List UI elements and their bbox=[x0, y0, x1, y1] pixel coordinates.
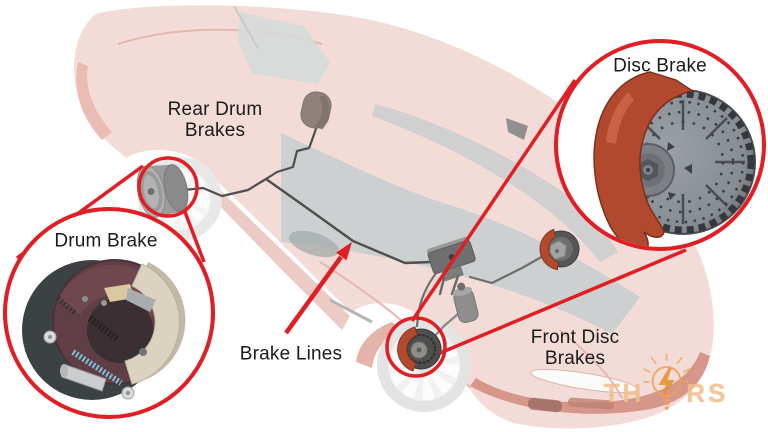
fog-vent bbox=[527, 397, 563, 413]
headlight bbox=[530, 368, 638, 394]
pivot-pin-left bbox=[82, 296, 88, 302]
cylinder-end bbox=[60, 364, 68, 378]
shoe-clip bbox=[126, 288, 156, 312]
brake-fluid-reservoir bbox=[452, 282, 479, 323]
driver-window bbox=[289, 230, 339, 258]
brake-hose-front-left bbox=[431, 312, 460, 340]
master-cylinder bbox=[426, 236, 476, 282]
side-window-band bbox=[372, 104, 618, 262]
pivot-pin-top bbox=[101, 300, 107, 306]
label-brake-lines: Brake Lines bbox=[239, 343, 343, 365]
label-disc-brake: Disc Brake bbox=[613, 55, 707, 77]
hood-crease-right bbox=[559, 329, 623, 399]
windshield-glass bbox=[281, 133, 640, 334]
drum-brake-detail bbox=[22, 259, 186, 400]
grille-slot bbox=[567, 397, 614, 410]
booster-bracket bbox=[438, 274, 460, 296]
connector-front-disc-lower bbox=[439, 248, 687, 355]
brake-shoe bbox=[124, 263, 180, 385]
rotor-vented-edge bbox=[611, 90, 755, 234]
disc-brake-detail bbox=[593, 71, 756, 247]
door-molding bbox=[329, 298, 373, 324]
caliper-highlight bbox=[606, 92, 634, 144]
connector-rear-drum-right bbox=[183, 211, 206, 263]
front-bumper bbox=[470, 352, 710, 414]
car-left-edge-shade bbox=[76, 62, 112, 140]
brake-system bbox=[136, 91, 580, 372]
bolt-left-center bbox=[48, 335, 52, 339]
label-drum-brake: Drum Brake bbox=[54, 230, 158, 252]
return-spring bbox=[87, 315, 121, 343]
thors-logo: TH RS bbox=[603, 354, 729, 422]
pivot-pin-right bbox=[139, 348, 147, 356]
front-left-disc-brake bbox=[397, 326, 442, 372]
brake-line-main bbox=[264, 177, 434, 265]
highlight-circle-rear-drum bbox=[137, 156, 199, 218]
label-front-disc-brakes: Front Disc Brakes bbox=[530, 327, 620, 369]
rear-right-drum-brake bbox=[300, 91, 332, 130]
label-rear-drum-brakes: Rear Drum Brakes bbox=[167, 99, 263, 141]
brake-lines-arrow bbox=[284, 242, 352, 335]
bolt-bottom-center bbox=[126, 391, 130, 395]
side-mirror bbox=[506, 118, 528, 140]
holddown-spring bbox=[56, 296, 78, 316]
rear-window-glass bbox=[238, 12, 330, 84]
antenna bbox=[233, 5, 259, 49]
drum-hollow bbox=[87, 297, 153, 363]
brake-line-front-left bbox=[415, 270, 439, 328]
logo-letters-left: TH bbox=[603, 377, 645, 408]
connector-front-disc-upper bbox=[410, 79, 577, 322]
logo-letters-right: RS bbox=[686, 377, 729, 408]
adjuster-spring-blue bbox=[71, 349, 123, 386]
brake-line-rear-right bbox=[264, 124, 319, 181]
drill-hole-ring-outer bbox=[621, 100, 745, 224]
highlight-circle-front-disc bbox=[385, 316, 447, 378]
drill-hole-ring-mid bbox=[631, 110, 735, 214]
lightbulb-lightning-icon bbox=[643, 354, 690, 410]
front-right-disc-brake bbox=[539, 228, 580, 271]
drill-hole-ring-inner bbox=[641, 120, 725, 204]
